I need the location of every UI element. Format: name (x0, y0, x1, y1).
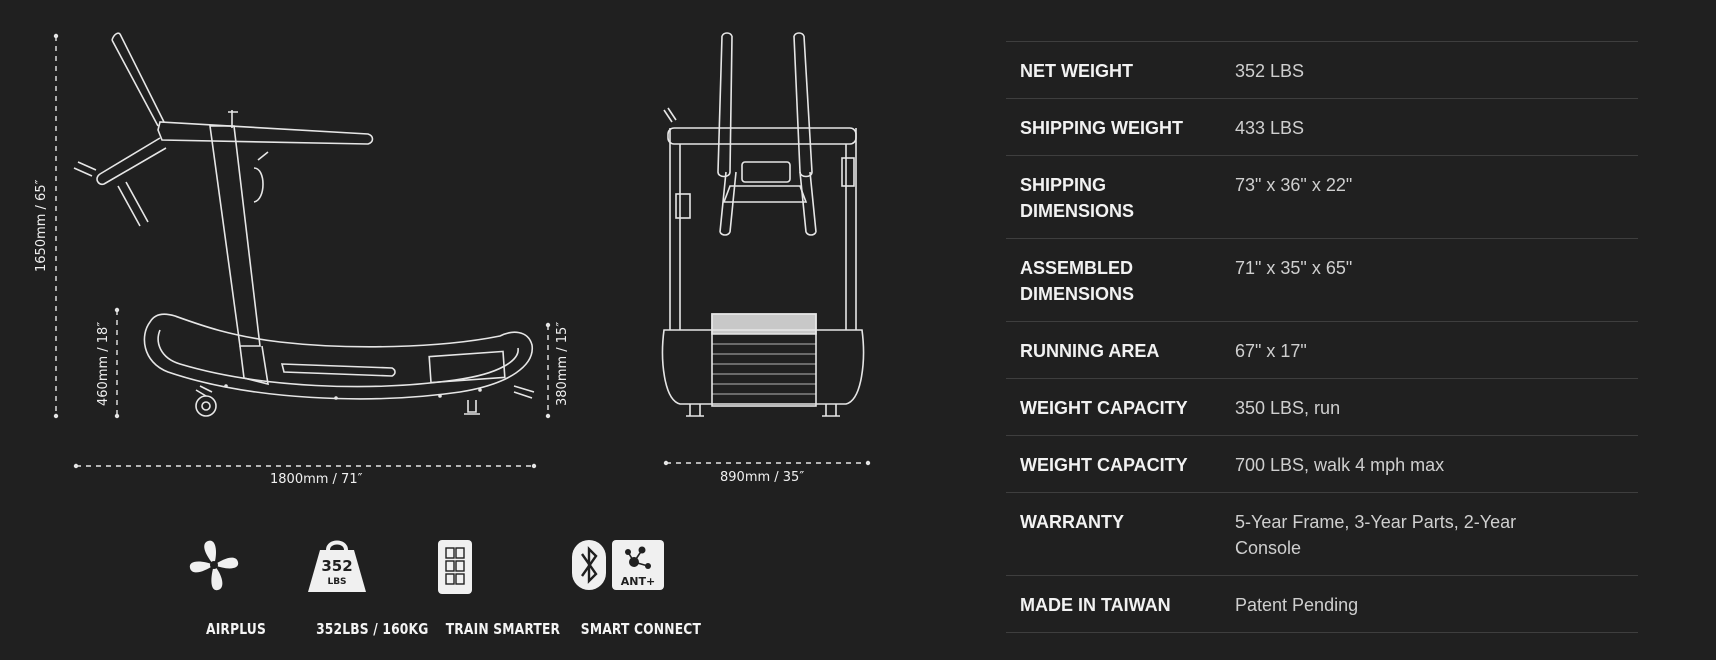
feature-label: AIRPLUS (206, 620, 266, 638)
feature-airplus: AIRPLUS (186, 538, 286, 638)
spec-row-made-in-taiwan: MADE IN TAIWAN Patent Pending (1006, 576, 1638, 633)
spec-row-weight-capacity-walk: WEIGHT CAPACITY 700 LBS, walk 4 mph max (1006, 436, 1638, 493)
feature-train-smarter: TRAIN SMARTER (436, 538, 561, 638)
spec-value: Patent Pending (1235, 595, 1359, 615)
treadmill-line-drawings (53, 32, 871, 469)
rear-view-drawing (661, 32, 865, 417)
ant-badge-text: ANT+ (621, 575, 655, 588)
feature-label: 352LBS / 160KG (316, 620, 429, 638)
feature-smart-connect: ANT+ SMART CONNECT (570, 538, 702, 638)
deck-height-dimension-label: 460mm / 18″ (96, 321, 111, 406)
feature-label: TRAIN SMARTER (445, 620, 561, 638)
spec-label: WEIGHT CAPACITY (1020, 398, 1188, 418)
spec-row-shipping-weight: SHIPPING WEIGHT 433 LBS (1006, 99, 1638, 156)
kettlebell-weight-icon: 352 LBS (308, 540, 366, 592)
spec-value: 5-Year Frame, 3-Year Parts, 2-Year Conso… (1235, 512, 1517, 558)
feature-label: SMART CONNECT (580, 620, 702, 638)
width-dimension-label: 890mm / 35″ (720, 470, 805, 485)
side-view-drawing (73, 32, 535, 417)
spec-label: RUNNING AREA (1020, 341, 1160, 361)
weight-badge-unit: LBS (327, 577, 346, 587)
spec-label: WEIGHT CAPACITY (1020, 455, 1188, 475)
specs-table: NET WEIGHT 352 LBS SHIPPING WEIGHT 433 L… (1006, 41, 1638, 633)
spec-label: SHIPPING DIMENSIONS (1020, 175, 1135, 221)
rear-height-dimension-label: 380mm / 15″ (555, 321, 570, 406)
spec-value: 433 LBS (1235, 118, 1305, 138)
spec-label: WARRANTY (1020, 512, 1124, 532)
spec-label: SHIPPING WEIGHT (1020, 118, 1184, 138)
fan-icon (189, 540, 239, 591)
spec-label: MADE IN TAIWAN (1020, 595, 1171, 615)
bluetooth-ant-icon: ANT+ (572, 540, 664, 590)
spec-row-warranty: WARRANTY 5-Year Frame, 3-Year Parts, 2-Y… (1006, 493, 1638, 576)
length-dimension-label: 1800mm / 71″ (270, 472, 363, 487)
spec-value: 73" x 36" x 22" (1235, 175, 1353, 195)
spec-value: 67" x 17" (1235, 341, 1307, 361)
spec-label: NET WEIGHT (1020, 61, 1133, 81)
spec-row-shipping-dimensions: SHIPPING DIMENSIONS 73" x 36" x 22" (1006, 156, 1638, 239)
weight-badge-number: 352 (321, 557, 352, 575)
height-dimension-label: 1650mm / 65″ (34, 179, 49, 272)
spec-value: 350 LBS, run (1235, 398, 1341, 418)
spec-row-running-area: RUNNING AREA 67" x 17" (1006, 322, 1638, 379)
feature-weight: 352 LBS 352LBS / 160KG (306, 538, 429, 638)
spec-value: 700 LBS, walk 4 mph max (1235, 455, 1445, 475)
product-drawings: 1650mm / 65″ 460mm / 18″ 380mm / 15″ 180… (34, 32, 871, 638)
console-icon (438, 540, 472, 594)
spec-value: 71" x 35" x 65" (1235, 258, 1353, 278)
spec-row-net-weight: NET WEIGHT 352 LBS (1006, 42, 1638, 99)
spec-row-assembled-dimensions: ASSEMBLED DIMENSIONS 71" x 35" x 65" (1006, 239, 1638, 322)
spec-label: ASSEMBLED DIMENSIONS (1020, 258, 1135, 304)
spec-row-weight-capacity-run: WEIGHT CAPACITY 350 LBS, run (1006, 379, 1638, 436)
spec-value: 352 LBS (1235, 61, 1305, 81)
